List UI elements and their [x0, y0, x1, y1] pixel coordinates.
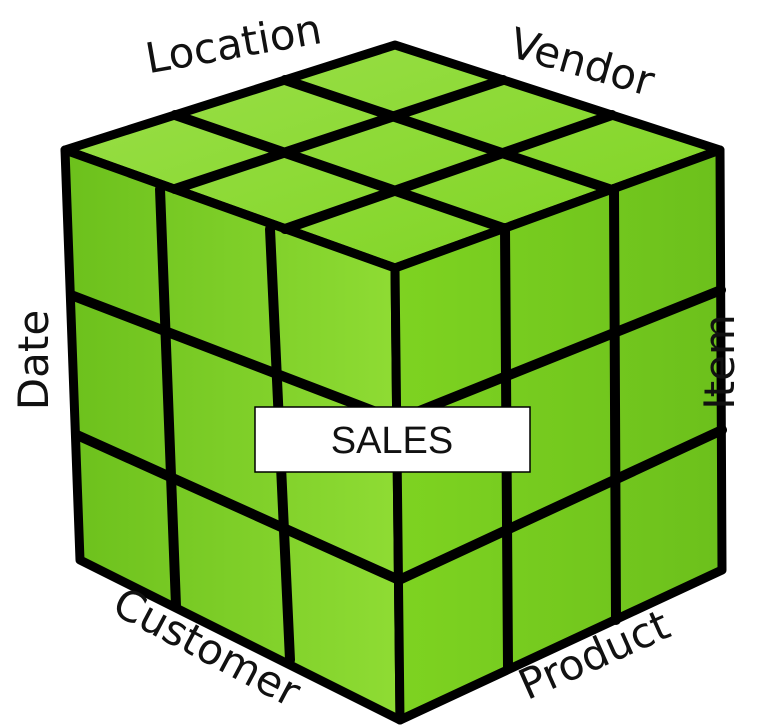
sales-label-background [254, 406, 531, 473]
cube-top-grid [170, 75, 617, 234]
dimension-label-item: Item [695, 314, 744, 410]
cube [60, 40, 727, 725]
sales-label-box: SALES [254, 406, 531, 473]
dimension-label-date: Date [9, 310, 58, 410]
sales-label: SALES [331, 420, 454, 462]
